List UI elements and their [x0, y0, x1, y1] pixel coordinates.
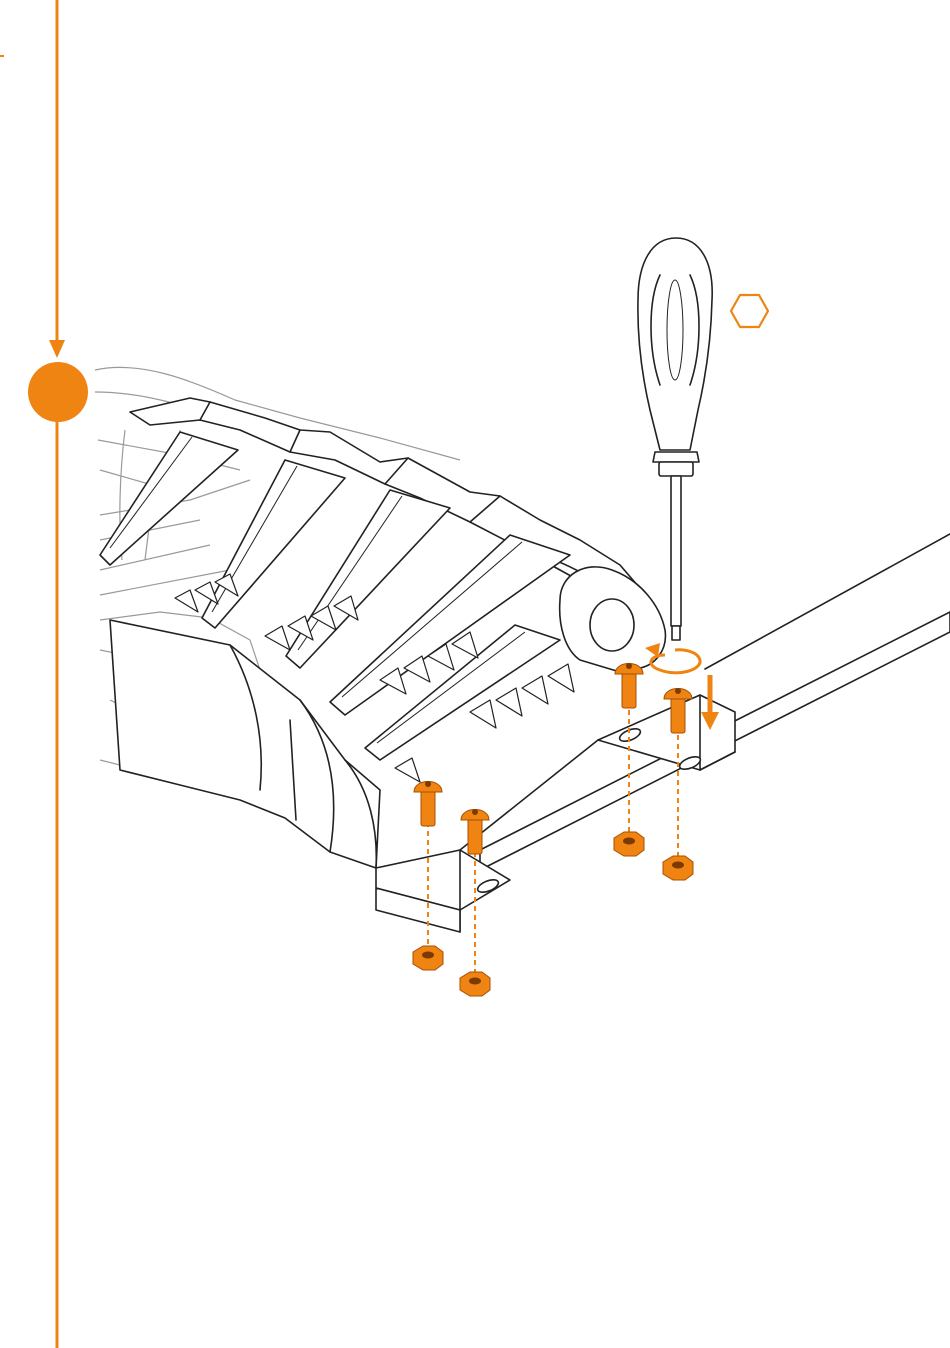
bolt — [615, 663, 643, 708]
rotation-arrow — [645, 643, 700, 673]
pivot-eye — [590, 599, 634, 651]
step-timeline — [0, 0, 88, 1348]
bolt — [414, 781, 442, 826]
nut — [663, 856, 693, 880]
step-dot — [28, 362, 88, 422]
hexagon-icon — [731, 295, 768, 327]
nut — [460, 972, 490, 996]
nut — [413, 946, 443, 970]
timeline-arrow-head — [49, 340, 65, 358]
screwdriver-icon — [638, 238, 712, 640]
chain-side-plate — [110, 620, 380, 868]
nut — [614, 832, 644, 856]
